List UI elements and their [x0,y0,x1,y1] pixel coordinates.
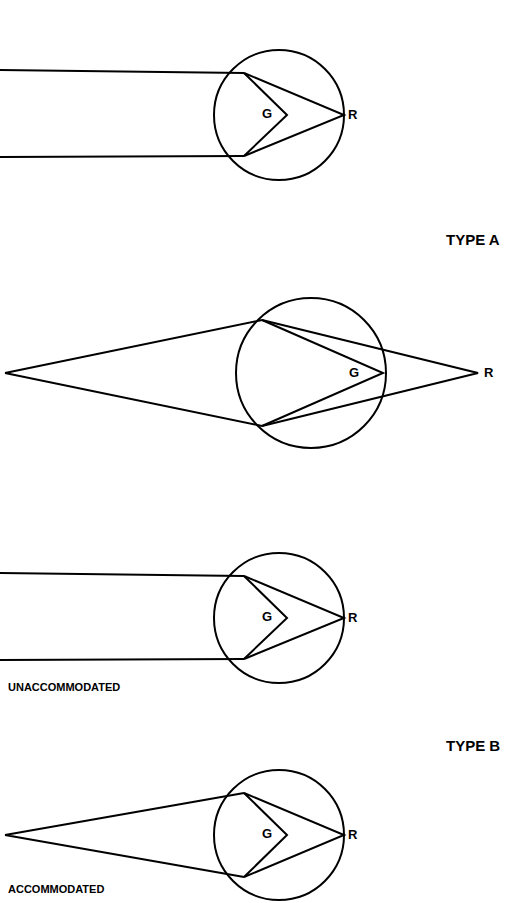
point-label: G [349,366,359,379]
type-label: TYPE A [446,232,500,247]
eye-type-a-far [0,50,344,180]
eye-type-a-near [5,298,478,448]
state-label: ACCOMMODATED [8,884,104,895]
eye-type-b-unaccommodated [0,553,344,683]
type-label: TYPE B [446,738,500,753]
point-label: G [262,610,272,623]
point-label: R [348,611,357,624]
eye-type-b-accommodated [5,770,344,900]
point-label: R [484,366,493,379]
point-label: G [262,107,272,120]
state-label: UNACCOMMODATED [8,682,120,693]
point-label: R [348,108,357,121]
point-label: R [348,828,357,841]
point-label: G [262,827,272,840]
